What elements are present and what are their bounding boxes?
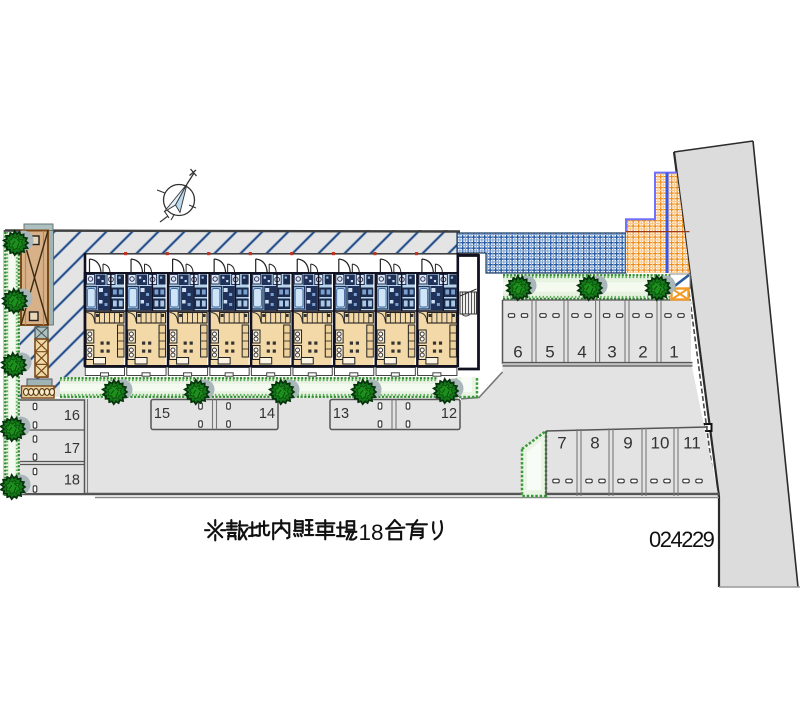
svg-text:1: 1 xyxy=(669,343,678,362)
svg-text:15: 15 xyxy=(154,406,170,422)
svg-text:11: 11 xyxy=(683,434,701,453)
svg-text:6: 6 xyxy=(513,343,522,362)
svg-text:18: 18 xyxy=(359,520,384,545)
svg-text:9: 9 xyxy=(623,434,632,453)
svg-text:024229: 024229 xyxy=(649,527,715,552)
svg-text:17: 17 xyxy=(64,441,80,457)
svg-text:8: 8 xyxy=(590,434,599,453)
svg-text:5: 5 xyxy=(545,343,554,362)
svg-text:14: 14 xyxy=(259,406,275,422)
svg-text:18: 18 xyxy=(64,473,80,489)
svg-text:12: 12 xyxy=(441,406,457,422)
svg-text:16: 16 xyxy=(64,408,80,424)
svg-text:3: 3 xyxy=(607,343,616,362)
svg-text:13: 13 xyxy=(333,406,349,422)
svg-text:4: 4 xyxy=(577,343,586,362)
svg-text:7: 7 xyxy=(557,434,566,453)
svg-text:10: 10 xyxy=(651,434,670,453)
svg-text:2: 2 xyxy=(638,343,647,362)
